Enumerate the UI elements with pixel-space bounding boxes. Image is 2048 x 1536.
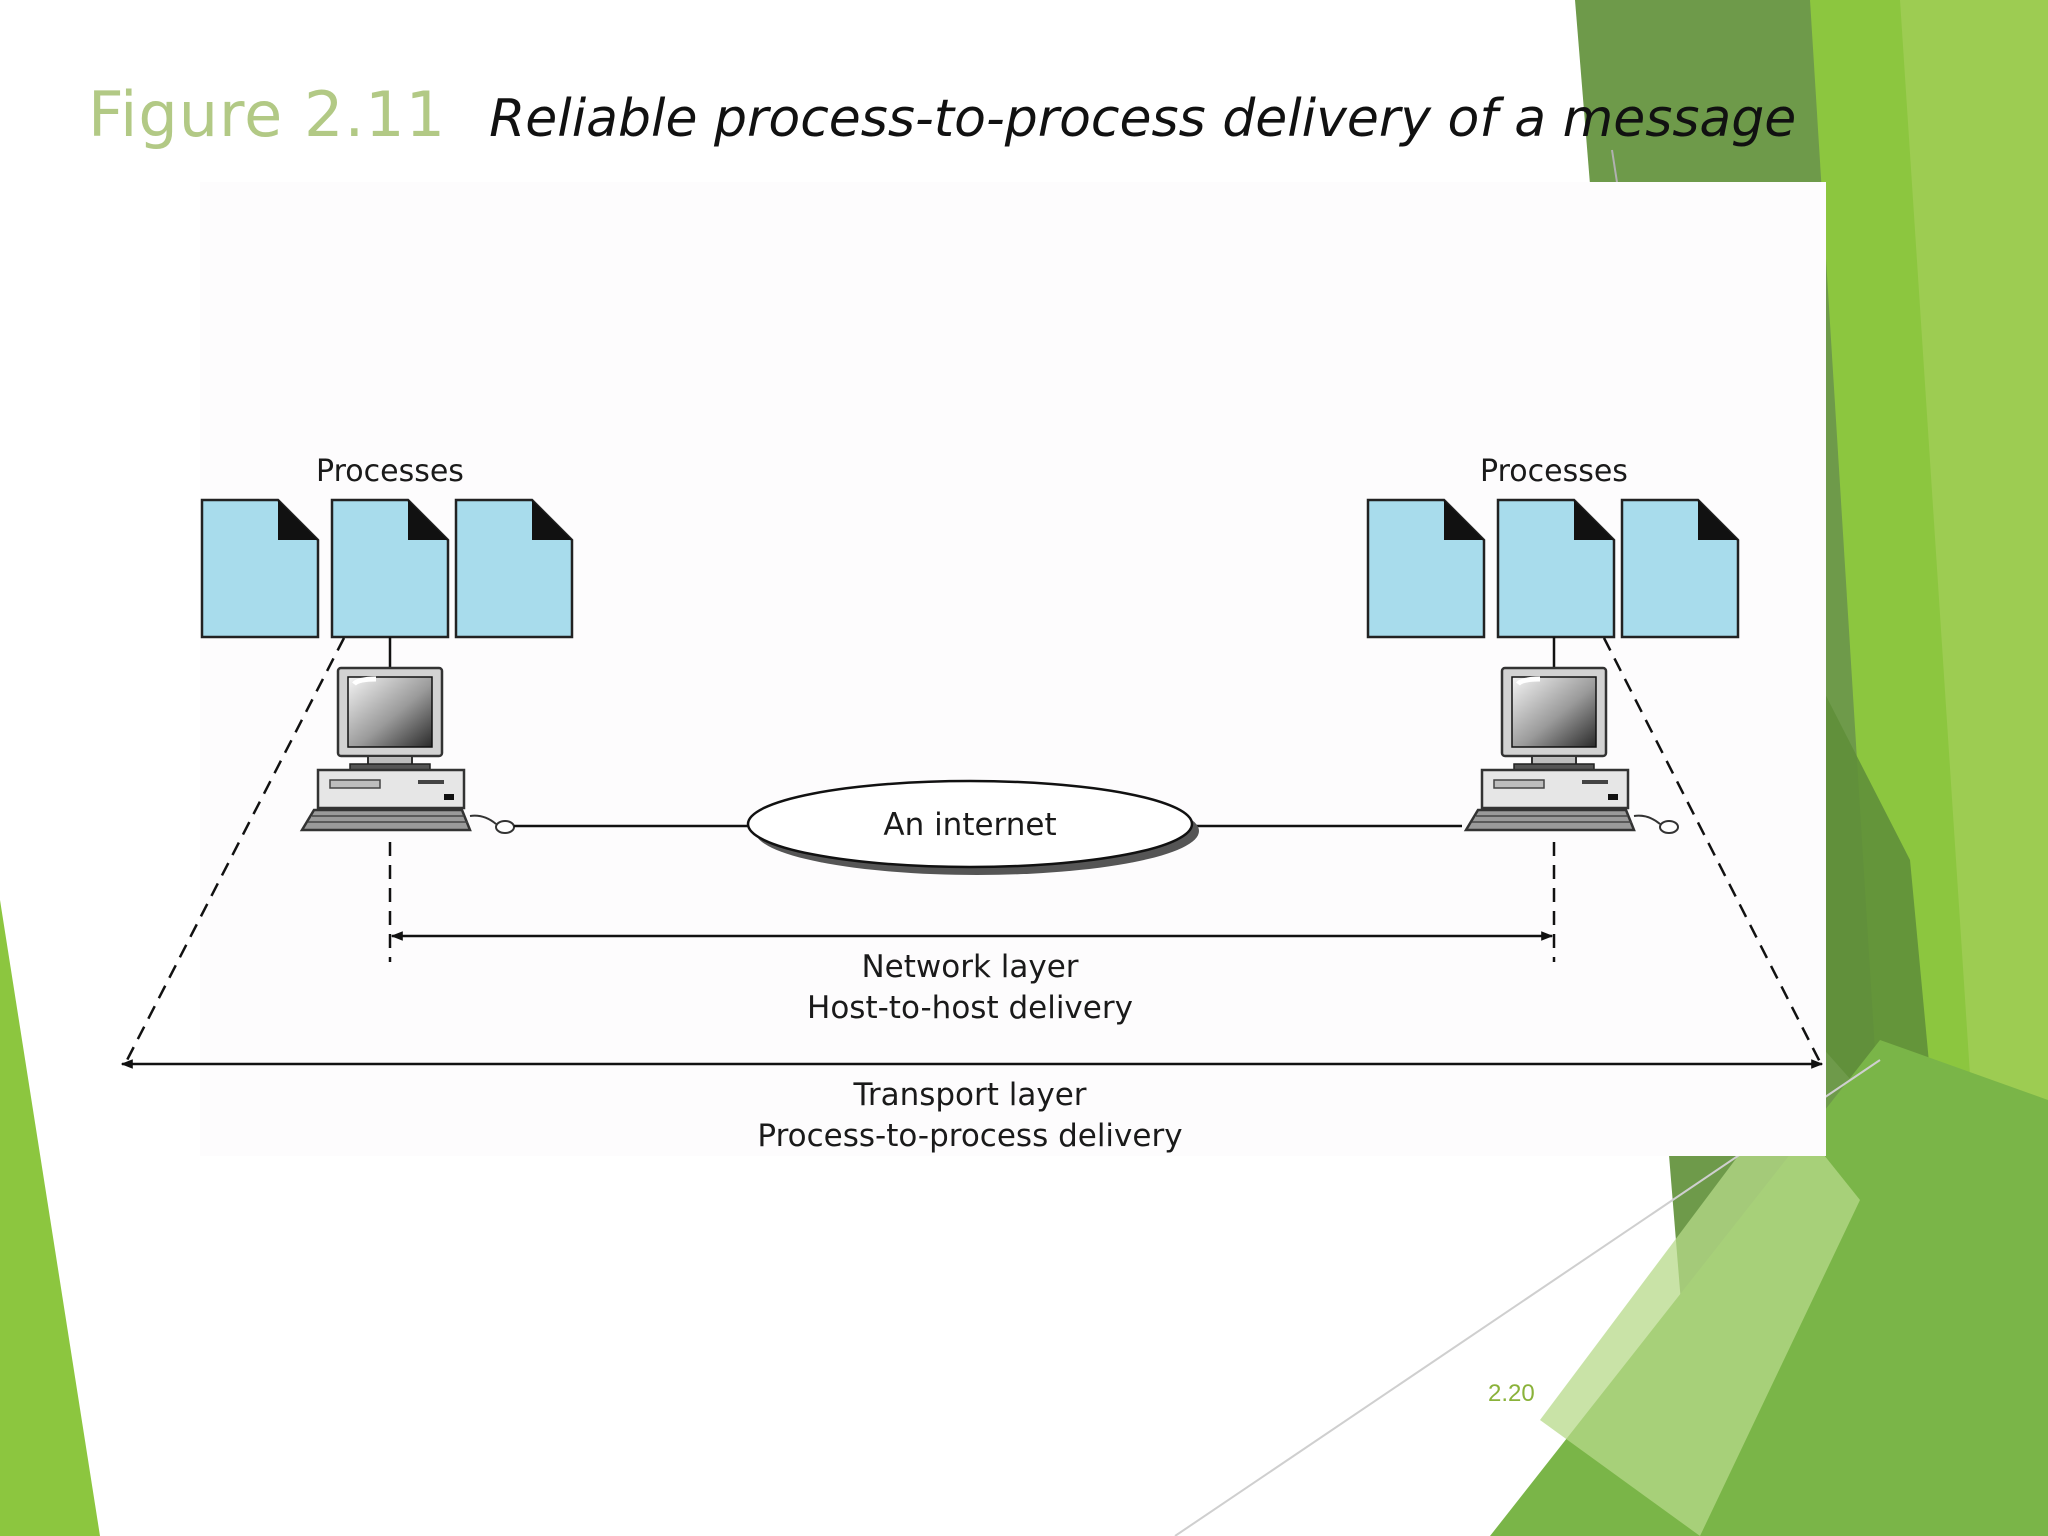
figure-caption: Reliable process-to-process delivery of … xyxy=(489,89,1797,149)
figure-number: Figure 2.11 xyxy=(88,78,447,151)
internet-cloud: An internet xyxy=(746,779,1199,875)
right-processes-label: Processes xyxy=(1480,454,1628,489)
process-document-icon xyxy=(1620,498,1740,639)
right-host: Processes xyxy=(1366,454,1740,834)
process-document-icon xyxy=(330,498,450,639)
computer-icon xyxy=(1463,666,1679,834)
transport-layer-label: Transport layer xyxy=(852,1077,1086,1113)
transport-layer-right-marker xyxy=(1602,637,1824,1067)
bg-green-bottom-pale xyxy=(1540,1100,1860,1536)
left-processes-label: Processes xyxy=(316,454,464,489)
bg-green-left xyxy=(0,900,100,1536)
slide-number: 2.20 xyxy=(1488,1380,1535,1407)
network-layer-label: Network layer xyxy=(861,949,1078,985)
left-host: Processes xyxy=(200,454,574,834)
transport-layer-delivery-label: Process-to-process delivery xyxy=(757,1118,1182,1154)
process-document-icon xyxy=(200,498,320,639)
internet-cloud-label: An internet xyxy=(883,807,1056,843)
transport-layer-left-marker xyxy=(122,637,346,1067)
network-layer-delivery-label: Host-to-host delivery xyxy=(807,990,1133,1026)
computer-icon xyxy=(299,666,515,834)
process-document-icon xyxy=(454,498,574,639)
process-document-icon xyxy=(1496,498,1616,639)
process-document-icon xyxy=(1366,498,1486,639)
slide-title: Figure 2.11 Reliable process-to-process … xyxy=(88,78,1796,151)
